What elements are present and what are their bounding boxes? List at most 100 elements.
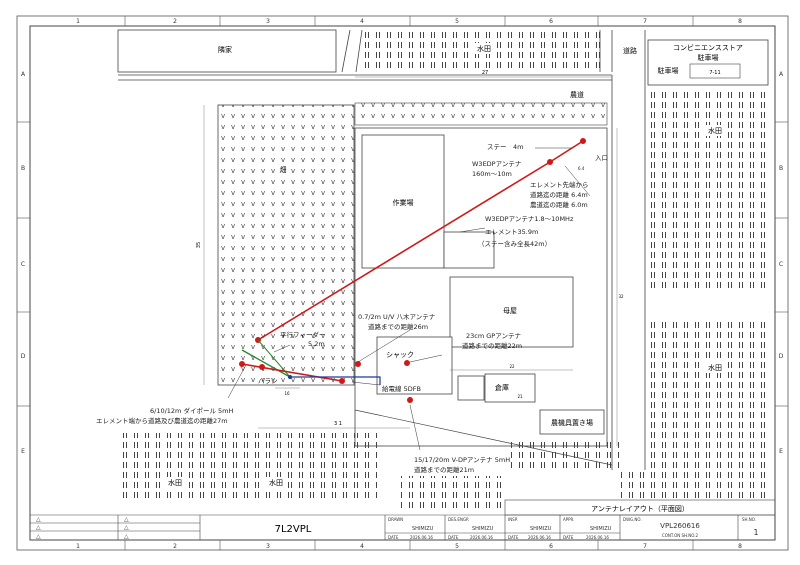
- col-label: 4: [360, 543, 364, 550]
- appr-label: APPR.: [563, 517, 574, 522]
- col-label: 7: [643, 18, 647, 25]
- coax-feedline: [290, 376, 381, 385]
- field-strip-top: [354, 102, 608, 126]
- cont-label: CONT.ON SH.NO.2: [662, 533, 699, 538]
- machine-shed-label: 農機具置き場: [551, 418, 593, 427]
- conbini-label: コンビニエンスストア: [673, 43, 743, 52]
- workshop: [361, 134, 445, 269]
- paddy-right: [650, 90, 768, 290]
- svg-text:△: △: [124, 524, 129, 531]
- row-label: E: [21, 448, 25, 455]
- paddy-bottom-3: [400, 476, 508, 512]
- vdp-marker: [407, 397, 413, 403]
- w3edp-element: [257, 161, 551, 341]
- road-diagonal: [354, 409, 613, 466]
- col-label: 7: [643, 543, 647, 550]
- drawn-label: DRAWN: [388, 517, 403, 522]
- element-tip-label-3: 農道迄の距離 6.0m: [530, 200, 588, 209]
- col-label: 3: [266, 543, 270, 550]
- main-house: [449, 276, 574, 348]
- insp-date-label: DATE: [508, 535, 519, 540]
- field-label: 畑: [280, 166, 287, 174]
- w3edp-stay-marker: [580, 138, 586, 144]
- inner-border: [29, 25, 776, 541]
- storehouse: [484, 373, 536, 403]
- gp-label-1: 23cm GPアンテナ: [466, 332, 521, 340]
- col-label: 8: [738, 543, 742, 550]
- dipole-element: [241, 363, 343, 382]
- paddy-bottom-2-label: 水田: [269, 478, 283, 487]
- dim-16: 16: [284, 391, 290, 396]
- col-label: 3: [266, 18, 270, 25]
- svg-text:△: △: [36, 533, 41, 540]
- row-label: D: [21, 353, 26, 360]
- des-date-label: DATE: [448, 535, 459, 540]
- w3edp-b-label: W3EDPアンテナ1.8～10MHz: [485, 215, 574, 223]
- svg-text:△: △: [36, 524, 41, 531]
- row-label: C: [21, 261, 25, 268]
- stay-label: ステー 4m: [487, 143, 523, 151]
- vdp-label-2: 道路までの距離21m: [414, 465, 474, 474]
- storehouse-label: 倉庫: [495, 383, 509, 392]
- element-tip-label-1: エレメント先端から: [530, 180, 589, 189]
- element-total-label: （ステー含み全長42m）: [478, 239, 551, 248]
- farm-road-label: 農道: [570, 90, 584, 99]
- conbini-sign-text: 7-11: [709, 70, 720, 76]
- dim-27: 27: [482, 70, 488, 76]
- col-label: 6: [549, 18, 553, 25]
- workshop-annex: [443, 231, 495, 269]
- insp-date: 2026.06.16: [528, 535, 551, 540]
- dwg-no: VPL260616: [660, 522, 700, 530]
- parking-label: 駐車場: [658, 66, 679, 75]
- col-label: 8: [738, 18, 742, 25]
- col-label: 1: [76, 18, 80, 25]
- insp-label: INSP.: [508, 517, 518, 522]
- workshop-label: 作業場: [393, 198, 414, 207]
- appr-date-label: DATE: [563, 535, 574, 540]
- sh-label: SH.NO.: [742, 517, 756, 522]
- paddy-right-lower-label-bg: [703, 362, 727, 373]
- paddy-right-lower: [650, 320, 768, 478]
- leader-lines: [227, 147, 591, 451]
- shack-label: シャック: [386, 351, 414, 359]
- des-label: DES.ENGR: [448, 517, 469, 522]
- row-label: B: [21, 165, 25, 172]
- w3edp-freq-label: 160m～10m: [472, 170, 512, 178]
- w3edp-tip-marker: [547, 159, 553, 165]
- element-length-label: エレメント35.9m: [485, 228, 538, 236]
- shack: [376, 336, 453, 395]
- col-label: 2: [173, 543, 177, 550]
- grid-ticks: [17, 16, 788, 550]
- dipole-label-2: エレメント端から道路及び農道迄の距離27m: [96, 416, 228, 425]
- paddy-top-label: 水田: [477, 44, 491, 53]
- callsign: 7L2VPL: [275, 524, 312, 535]
- dim-32: 32: [618, 294, 624, 299]
- dwg-label: DWG.NO.: [623, 517, 642, 522]
- dipole-end-marker-right: [339, 378, 345, 384]
- w3edp-stay: [549, 140, 584, 163]
- dipole-center-marker: [259, 364, 265, 370]
- title-block: [30, 499, 776, 540]
- paddy-bottom-1-label-bg: [163, 477, 187, 488]
- appr-name: SHIMIZU: [590, 526, 612, 532]
- conbini-parking-label: 駐車場: [698, 53, 719, 62]
- feeder-label-2: 5.2m: [308, 340, 325, 348]
- des-name: SHIMIZU: [472, 526, 494, 532]
- svg-text:△: △: [124, 516, 129, 523]
- paddy-right-label-bg: [703, 125, 727, 136]
- row-label: E: [779, 448, 783, 455]
- col-label: 4: [360, 18, 364, 25]
- gp-marker: [404, 360, 410, 366]
- parallel-feeder: [241, 349, 291, 378]
- element-tip-label-2: 道路迄の距離 6.4m: [530, 190, 588, 199]
- entrance-label: 入口: [595, 154, 608, 162]
- col-label: 2: [173, 18, 177, 25]
- drawn-date-label: DATE: [388, 535, 399, 540]
- coax-label: 給電線 5DFB: [382, 384, 421, 393]
- dim-21: 21: [517, 394, 523, 399]
- machine-shed: [539, 409, 605, 435]
- col-label: 5: [455, 18, 459, 25]
- main-house-label: 母屋: [503, 307, 517, 315]
- insp-name: SHIMIZU: [530, 526, 552, 532]
- paddy-bottom-2: [228, 433, 378, 501]
